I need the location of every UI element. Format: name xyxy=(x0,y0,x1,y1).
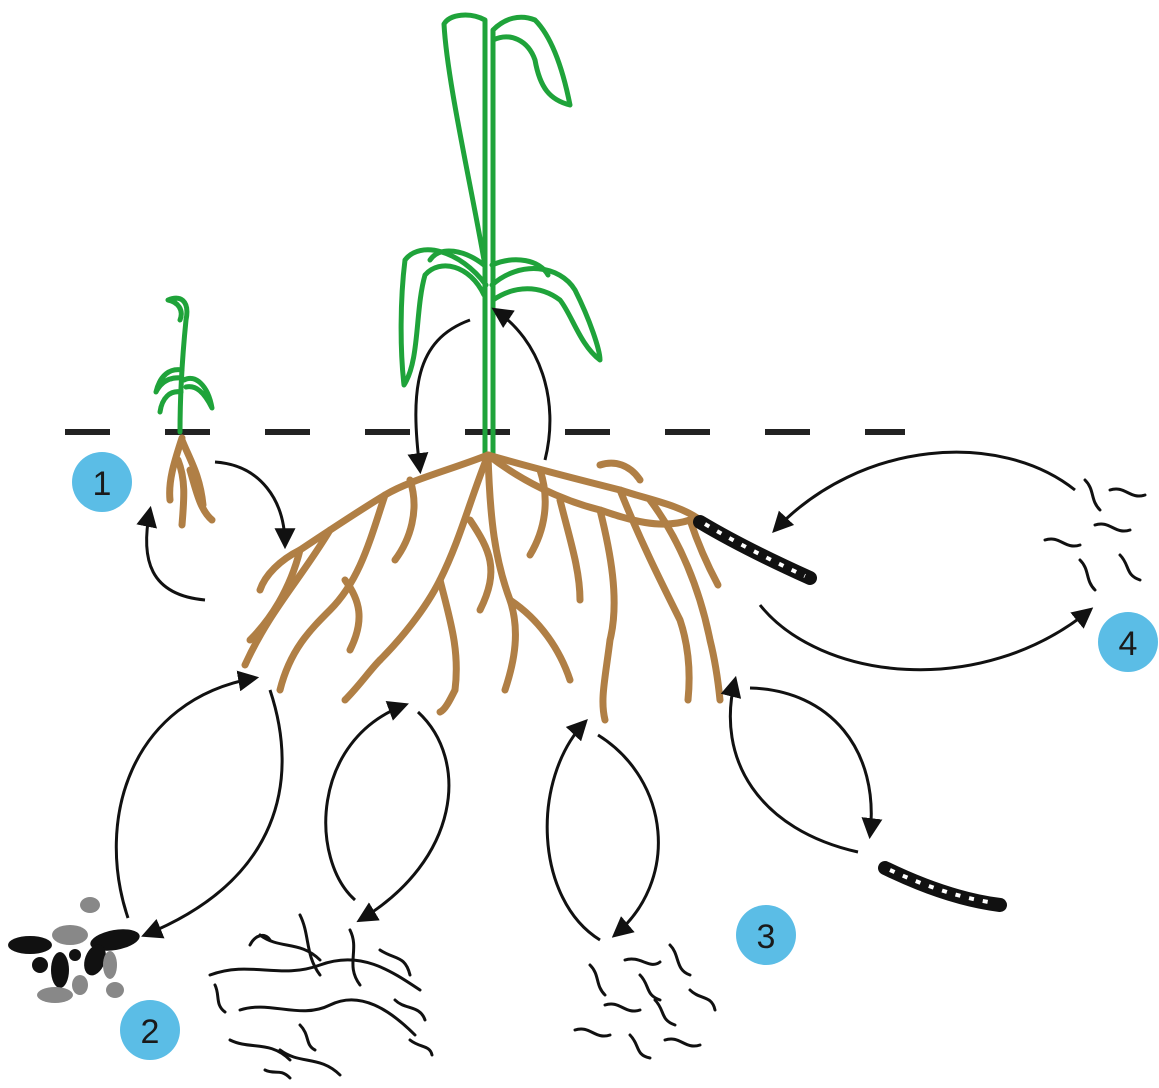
badge-label: 1 xyxy=(93,465,112,503)
bacteria-icon xyxy=(1045,480,1145,590)
fungal-hyphae-icon xyxy=(210,915,432,1078)
earthworm-icon xyxy=(700,522,810,578)
badge-label: 3 xyxy=(757,918,776,956)
badge-2: 2 xyxy=(120,1000,180,1060)
seedling-icon xyxy=(156,298,212,525)
maize-plant-icon xyxy=(401,15,600,455)
bacteria-icon xyxy=(575,945,715,1058)
badge-label: 4 xyxy=(1119,625,1138,663)
root-system-icon xyxy=(245,455,720,720)
earthworm-icon xyxy=(885,868,1000,905)
badge-4: 4 xyxy=(1098,612,1158,672)
badge-1: 1 xyxy=(72,452,132,512)
soil-particles-icon xyxy=(8,897,141,1003)
badge-label: 2 xyxy=(141,1013,160,1051)
badge-3: 3 xyxy=(736,905,796,965)
